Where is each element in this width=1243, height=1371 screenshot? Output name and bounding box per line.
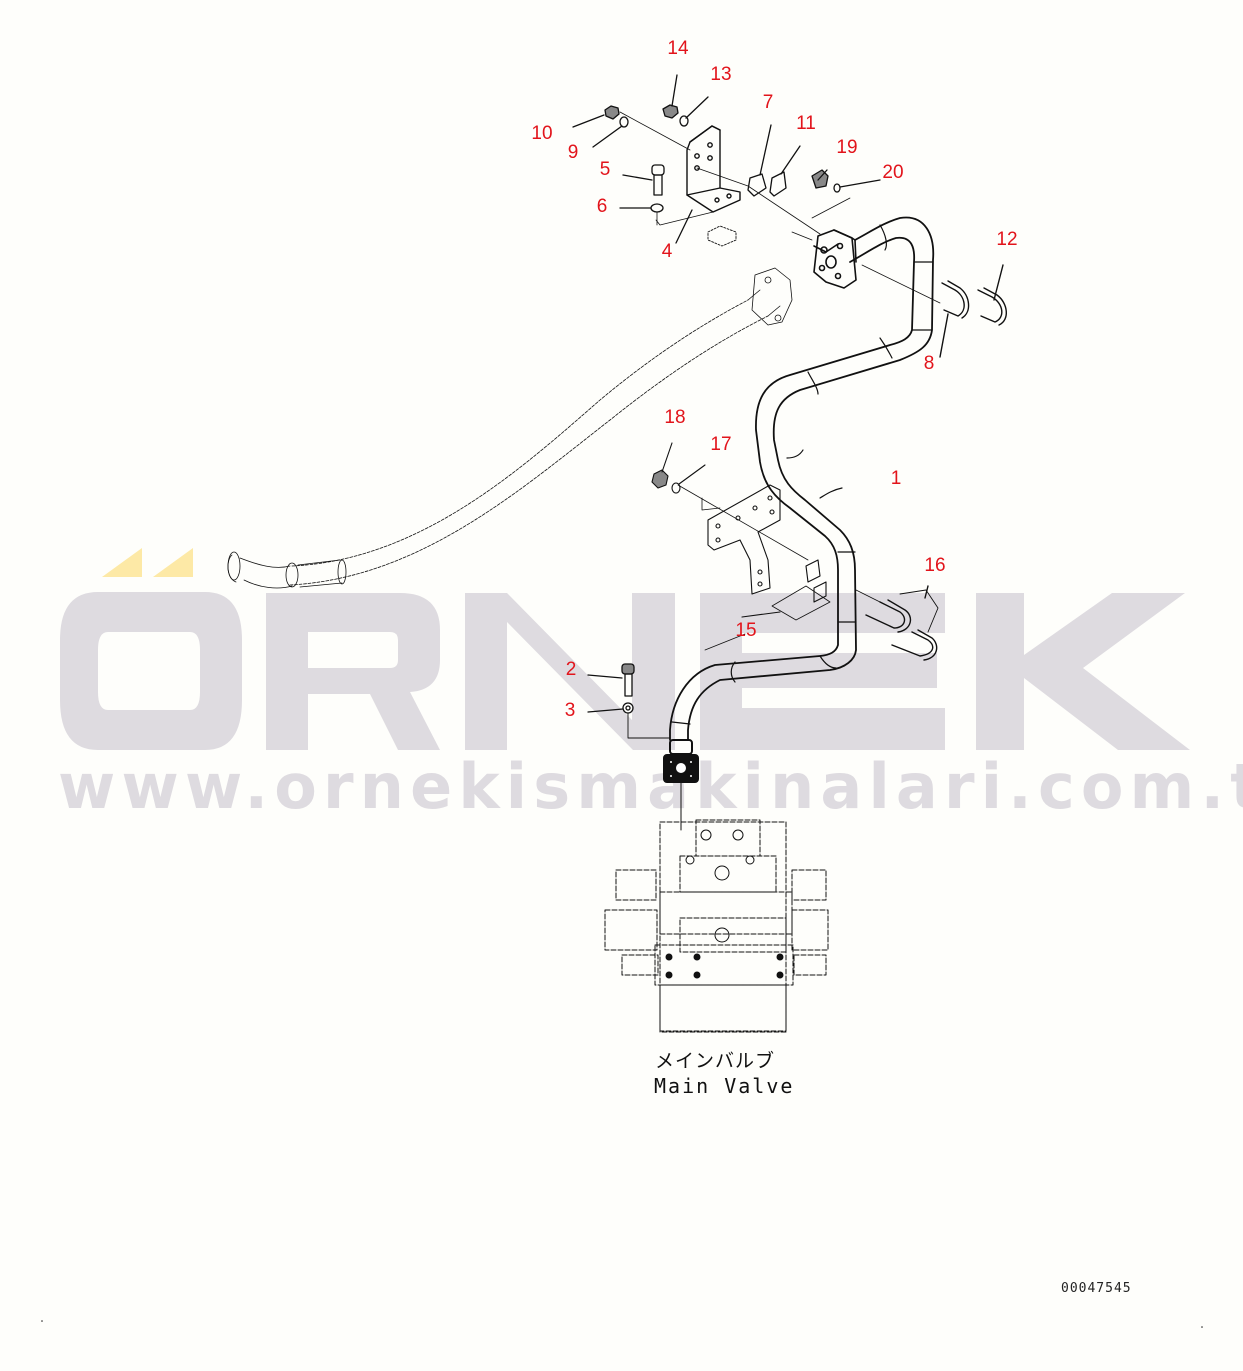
component-label-en: Main Valve — [654, 1074, 795, 1098]
callout-15[interactable]: 15 — [735, 620, 757, 641]
pipe-assembly — [669, 216, 935, 741]
lower-bracket — [651, 442, 831, 651]
callout-5[interactable]: 5 — [599, 159, 611, 180]
callout-2[interactable]: 2 — [565, 659, 577, 680]
callout-10[interactable]: 10 — [531, 123, 553, 144]
callout-16[interactable]: 16 — [924, 555, 946, 576]
callout-7[interactable]: 7 — [762, 92, 774, 113]
u-bolts-upper — [861, 264, 1007, 358]
main-valve — [604, 819, 829, 1033]
speck — [1201, 1326, 1203, 1328]
speck — [41, 1320, 43, 1322]
watermark-umlaut-right — [153, 548, 193, 577]
flange-fasteners — [587, 663, 671, 739]
callout-17[interactable]: 17 — [710, 434, 732, 455]
callout-8[interactable]: 8 — [923, 353, 935, 374]
callout-20[interactable]: 20 — [882, 162, 904, 183]
callout-13[interactable]: 13 — [710, 64, 732, 85]
callout-1[interactable]: 1 — [890, 468, 902, 489]
callout-4[interactable]: 4 — [661, 241, 673, 262]
component-label-jp: メインバルブ — [655, 1050, 776, 1072]
u-bolts-lower — [855, 585, 939, 661]
callout-6[interactable]: 6 — [596, 196, 608, 217]
watermark-letter-r — [266, 593, 440, 750]
callout-11[interactable]: 11 — [796, 113, 816, 134]
bottom-flange — [663, 739, 699, 831]
hose-reference — [227, 267, 793, 589]
callout-19[interactable]: 19 — [836, 137, 858, 158]
watermark-url: www.ornekismakinalari.com.tr — [58, 750, 1243, 823]
watermark-letter-o — [60, 592, 242, 750]
callout-3[interactable]: 3 — [564, 700, 576, 721]
watermark-letter-k — [976, 593, 1190, 750]
watermark-umlaut-left — [102, 548, 142, 577]
callout-14[interactable]: 14 — [667, 38, 689, 59]
top-fasteners — [572, 74, 881, 244]
top-flange — [813, 229, 857, 289]
watermark-letter-n — [465, 593, 675, 750]
callout-9[interactable]: 9 — [567, 142, 579, 163]
callout-18[interactable]: 18 — [664, 407, 686, 428]
document-id: 00047545 — [1061, 1281, 1132, 1296]
callout-12[interactable]: 12 — [996, 229, 1018, 250]
